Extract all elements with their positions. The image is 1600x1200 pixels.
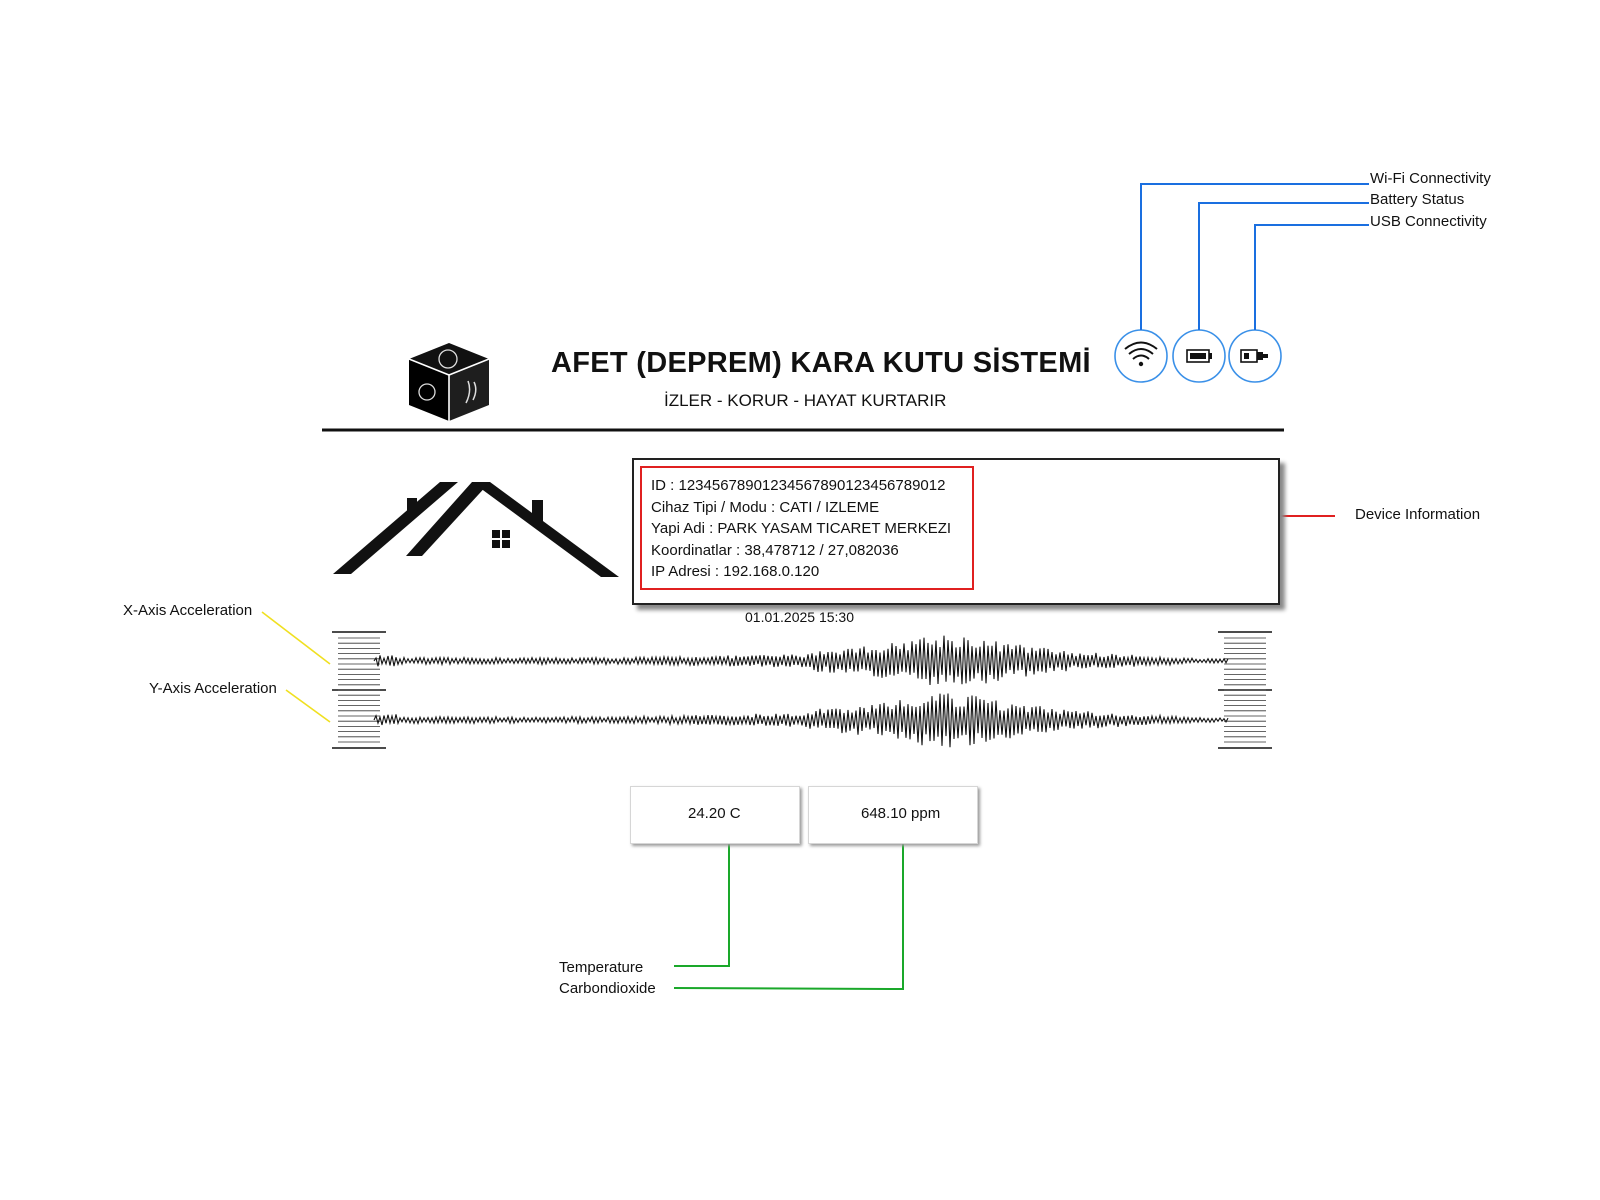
wifi-leader-line	[1140, 183, 1369, 330]
y-axis-callout: Y-Axis Acceleration	[149, 680, 277, 697]
wifi-callout: Wi-Fi Connectivity	[1370, 170, 1491, 187]
y-axis-leader-line	[285, 689, 331, 723]
device-info-frame: ID : 12345678901234567890123456789012 Ci…	[640, 466, 974, 590]
co2-callout: Carbondioxide	[559, 980, 656, 997]
wifi-icon[interactable]	[1114, 329, 1168, 383]
left-scale	[332, 631, 386, 749]
house-roof-icon	[333, 482, 619, 577]
co2-value: 648.10 ppm	[861, 805, 941, 822]
ip-address: IP Adresi : 192.168.0.120	[651, 563, 820, 581]
device-info-callout: Device Information	[1355, 506, 1481, 523]
co2-panel: 648.10 ppm	[808, 786, 978, 844]
x-axis-callout: X-Axis Acceleration	[123, 602, 253, 619]
timestamp: 01.01.2025 15:30	[745, 609, 854, 625]
building-name: Yapi Adi : PARK YASAM TICARET MERKEZI	[651, 520, 952, 538]
page-subtitle: İZLER - KORUR - HAYAT KURTARIR	[664, 391, 947, 410]
co2-leader-line	[673, 836, 904, 991]
usb-callout: USB Connectivity	[1370, 213, 1487, 230]
temperature-callout: Temperature	[559, 959, 644, 976]
y-axis-waveform	[373, 693, 1229, 748]
coordinates: Koordinatlar : 38,478712 / 27,082036	[651, 541, 899, 559]
device-info-panel: ID : 12345678901234567890123456789012 Ci…	[632, 458, 1280, 605]
usb-leader-line	[1254, 224, 1369, 330]
cube-logo-icon	[408, 343, 490, 421]
usb-icon[interactable]	[1228, 329, 1282, 383]
device-id: ID : 12345678901234567890123456789012	[651, 477, 946, 494]
page-title: AFET (DEPREM) KARA KUTU SİSTEMİ	[551, 347, 1091, 379]
battery-leader-line	[1198, 202, 1369, 330]
right-scale	[1218, 631, 1272, 749]
x-axis-waveform	[373, 635, 1229, 686]
temperature-value: 24.20 C	[688, 805, 741, 822]
device-type-mode: Cihaz Tipi / Modu : CATI / IZLEME	[651, 498, 880, 516]
temperature-leader-line	[674, 836, 730, 967]
battery-callout: Battery Status	[1370, 191, 1465, 208]
battery-icon[interactable]	[1172, 329, 1226, 383]
temperature-panel: 24.20 C	[630, 786, 800, 844]
x-axis-leader-line	[261, 611, 331, 665]
